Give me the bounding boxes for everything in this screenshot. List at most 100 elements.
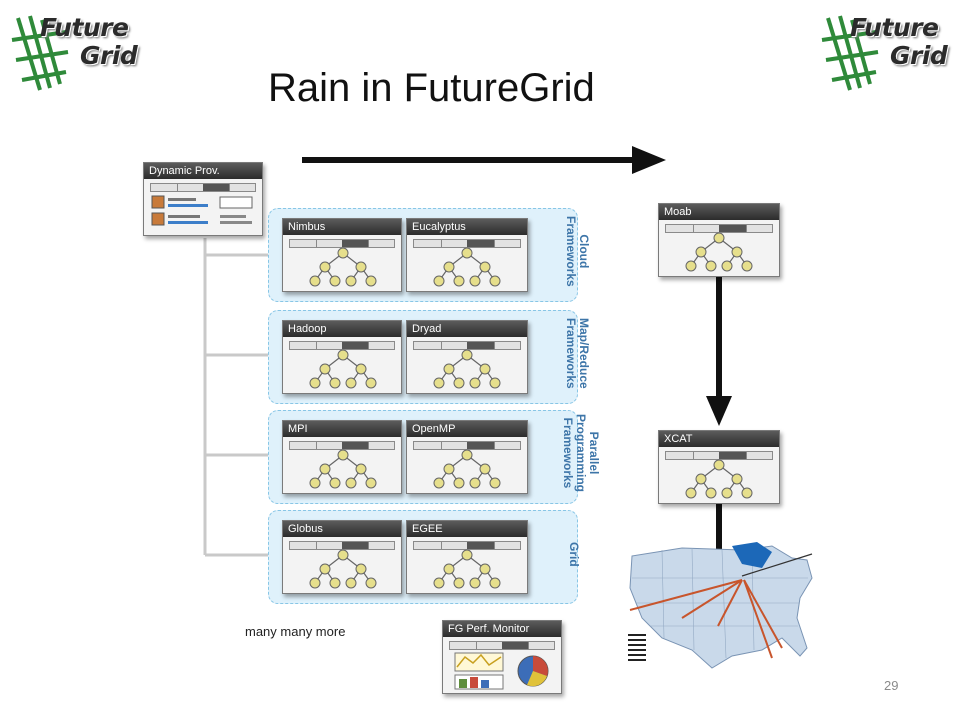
tree-node xyxy=(329,377,341,389)
group-label-parallel: Parallel Programming Frameworks xyxy=(561,414,601,493)
many-many-more-label: many many more xyxy=(245,624,346,639)
tree-node xyxy=(469,577,481,589)
slide-title: Rain in FutureGrid xyxy=(268,66,595,110)
tree-node xyxy=(355,463,367,475)
tree-node xyxy=(309,577,321,589)
grid-mesh-icon xyxy=(11,15,69,91)
tree-node xyxy=(365,377,377,389)
tree-node xyxy=(685,260,697,272)
tree-node xyxy=(345,577,357,589)
node-tree-icon xyxy=(685,232,753,272)
window-title: Dryad xyxy=(407,321,527,337)
tree-node xyxy=(461,549,473,561)
tree-node xyxy=(433,377,445,389)
great-lakes xyxy=(732,542,772,568)
tree-node xyxy=(329,577,341,589)
node-tree-icon xyxy=(309,549,377,589)
node-tree-icon xyxy=(433,449,501,489)
tree-node xyxy=(319,363,331,375)
tree-node xyxy=(461,349,473,361)
window-title: XCAT xyxy=(659,431,779,447)
window-title: EGEE xyxy=(407,521,527,537)
tree-node xyxy=(461,247,473,259)
node-tree-icon xyxy=(433,247,501,287)
tree-node xyxy=(479,463,491,475)
tree-node xyxy=(309,477,321,489)
window-title: Nimbus xyxy=(283,219,401,235)
tree-node xyxy=(443,563,455,575)
tree-node xyxy=(721,260,733,272)
futuregrid-logo-left: Future Grid xyxy=(10,10,150,100)
tree-node xyxy=(329,477,341,489)
legend-marks xyxy=(628,634,646,661)
tree-node xyxy=(433,477,445,489)
pie-chart-icon xyxy=(517,655,549,687)
tree-node xyxy=(489,275,501,287)
tree-node xyxy=(469,477,481,489)
window-dryad: Dryad xyxy=(406,320,528,394)
window-title: Globus xyxy=(283,521,401,537)
us-network-map xyxy=(628,542,813,669)
tree-node xyxy=(489,577,501,589)
arrow-down-1-head xyxy=(706,396,732,426)
logo-text-future: Future xyxy=(40,13,129,42)
window-openmp: OpenMP xyxy=(406,420,528,494)
line-chart-icon xyxy=(454,652,504,672)
tree-node xyxy=(695,473,707,485)
tree-node xyxy=(695,246,707,258)
window-hadoop: Hadoop xyxy=(282,320,402,394)
node-tree-icon xyxy=(309,247,377,287)
node-tree-icon xyxy=(309,449,377,489)
tree-node xyxy=(433,275,445,287)
tree-node xyxy=(337,549,349,561)
tree-node xyxy=(721,487,733,499)
tree-node xyxy=(345,477,357,489)
logo-text-grid: Grid xyxy=(890,41,948,70)
tree-node xyxy=(365,577,377,589)
page-number: 29 xyxy=(884,678,899,693)
window-egee: EGEE xyxy=(406,520,528,594)
window-title: Hadoop xyxy=(283,321,401,337)
window-mpi: MPI xyxy=(282,420,402,494)
tree-node xyxy=(355,261,367,273)
window-eucalyptus: Eucalyptus xyxy=(406,218,528,292)
tree-node xyxy=(489,477,501,489)
tree-node xyxy=(705,487,717,499)
tree-node xyxy=(365,477,377,489)
tree-node xyxy=(741,260,753,272)
tree-node xyxy=(713,459,725,471)
tree-node xyxy=(329,275,341,287)
chart-icons xyxy=(454,652,549,690)
window-title: Eucalyptus xyxy=(407,219,527,235)
tree-node xyxy=(337,349,349,361)
us-outline xyxy=(629,545,813,669)
tree-node xyxy=(685,487,697,499)
group-label-mapreduce: Map/Reduce Frameworks xyxy=(564,318,591,389)
window-moab: Moab xyxy=(658,203,780,277)
tree-node xyxy=(319,563,331,575)
tree-node xyxy=(705,260,717,272)
tree-node xyxy=(443,463,455,475)
tree-node xyxy=(365,275,377,287)
tree-node xyxy=(355,363,367,375)
tree-node xyxy=(355,563,367,575)
dynamic-prov-window: Dynamic Prov. xyxy=(143,162,263,236)
tree-node xyxy=(309,377,321,389)
tree-node xyxy=(443,363,455,375)
tree-node xyxy=(731,473,743,485)
tree-node xyxy=(337,449,349,461)
tree-node xyxy=(453,477,465,489)
tree-node xyxy=(479,563,491,575)
window-title: Moab xyxy=(659,204,779,220)
tree-node xyxy=(453,275,465,287)
tree-node xyxy=(479,261,491,273)
tree-node xyxy=(443,261,455,273)
grid-mesh-icon xyxy=(821,15,879,91)
tree-node xyxy=(461,449,473,461)
tree-node xyxy=(469,275,481,287)
futuregrid-logo-right: Future Grid xyxy=(820,10,960,100)
tree-node xyxy=(337,247,349,259)
tree-node xyxy=(469,377,481,389)
group-label-grid: Grid xyxy=(567,542,581,567)
window-title: FG Perf. Monitor xyxy=(443,621,561,637)
